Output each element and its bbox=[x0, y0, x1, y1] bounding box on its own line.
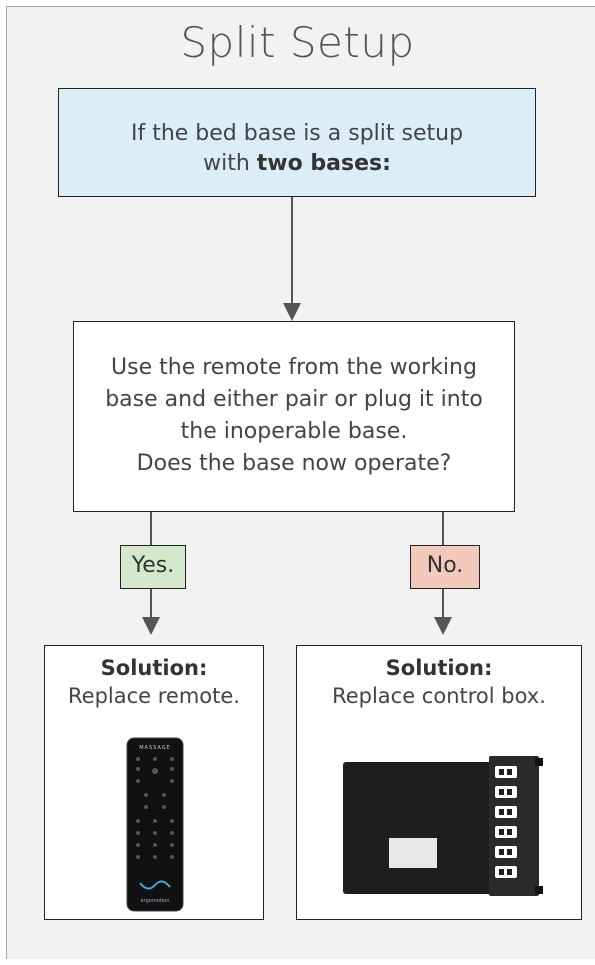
question-line-4: Does the base now operate? bbox=[136, 451, 452, 476]
condition-line-2-prefix: with bbox=[203, 151, 257, 176]
connector-top bbox=[291, 197, 293, 305]
condition-line-1: If the bed base is a split setup bbox=[130, 121, 464, 146]
connector-yes-upper bbox=[150, 512, 152, 545]
arrowhead-top bbox=[283, 303, 301, 321]
page-title: Split Setup bbox=[180, 18, 415, 67]
connector-no-upper bbox=[442, 512, 444, 545]
condition-line-2-bold: two bases: bbox=[256, 151, 391, 176]
solution-control-box-box: Solution: Replace control box. bbox=[296, 645, 582, 920]
remote-header-text: MASSAGE bbox=[139, 745, 171, 751]
solution-text: Replace control box. bbox=[332, 684, 546, 708]
question-line-2: base and either pair or plug it into bbox=[105, 387, 483, 412]
question-box: Use the remote from the working base and… bbox=[73, 321, 515, 512]
question-line-1: Use the remote from the working bbox=[111, 355, 477, 380]
arrowhead-yes bbox=[142, 617, 160, 635]
arrowhead-no bbox=[434, 617, 452, 635]
condition-line-2: with two bases: bbox=[59, 149, 535, 179]
solution-remote-box: Solution: Replace remote. MASSAGE ergomo… bbox=[44, 645, 264, 920]
remote-control-image: MASSAGE ergomotion bbox=[126, 737, 184, 912]
no-label: No. bbox=[410, 545, 480, 589]
connector-yes-lower bbox=[150, 589, 152, 619]
control-box-image bbox=[343, 756, 543, 896]
connector-no-lower bbox=[442, 589, 444, 619]
solution-title: Solution: bbox=[385, 656, 493, 680]
yes-label: Yes. bbox=[120, 545, 186, 589]
remote-brand-text: ergomotion bbox=[141, 898, 170, 904]
solution-text: Replace remote. bbox=[68, 684, 240, 708]
condition-box: If the bed base is a split setup with tw… bbox=[58, 88, 536, 197]
solution-title: Solution: bbox=[100, 656, 208, 680]
question-line-3: the inoperable base. bbox=[180, 419, 408, 444]
